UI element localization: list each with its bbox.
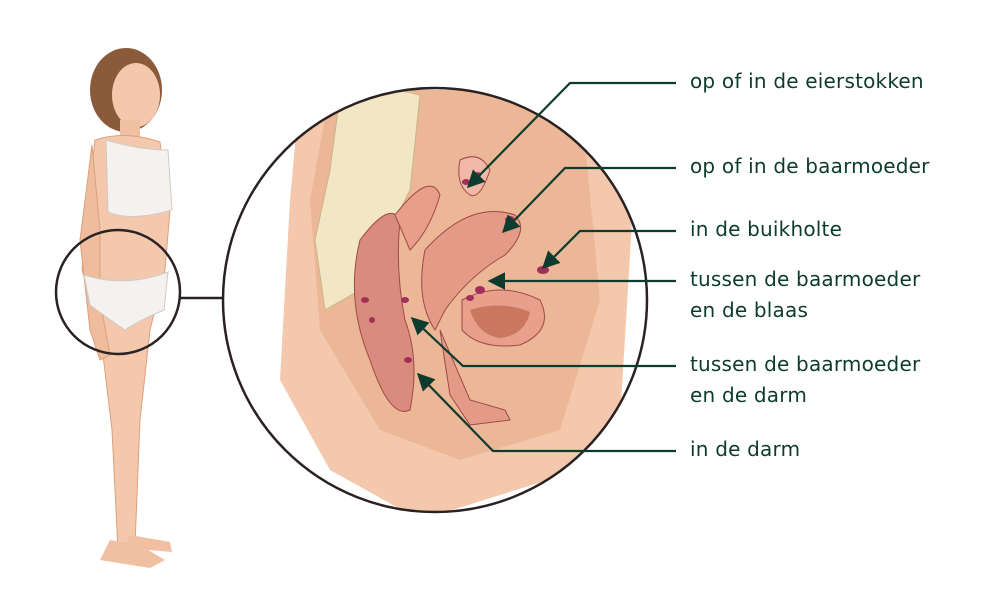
pelvis-cross-section: [221, 86, 649, 514]
leader-uterus-bowel: [410, 316, 676, 368]
leader-ovaries: [466, 81, 676, 189]
label-line: in de darm: [690, 437, 801, 461]
label-line: op of in de eierstokken: [690, 69, 924, 93]
magnifier-circle: [221, 86, 649, 514]
woman-figure: [54, 48, 182, 568]
leader-abdominal-cavity: [541, 229, 676, 270]
label-uterus: op of in de baarmoeder: [690, 151, 930, 182]
zoom-region-circle: [54, 228, 182, 356]
label-line: in de buikholte: [690, 217, 843, 241]
label-line: tussen de baarmoeder: [690, 352, 921, 376]
leader-bowel: [416, 372, 676, 453]
leader-lines: [410, 81, 676, 453]
label-uterus-bowel: tussen de baarmoeder en de darm: [690, 349, 920, 411]
label-bowel: in de darm: [690, 434, 800, 465]
label-ovaries: op of in de eierstokken: [690, 66, 924, 97]
label-line: op of in de baarmoeder: [690, 154, 930, 178]
label-line: tussen de baarmoeder: [690, 267, 921, 291]
label-uterus-bladder: tussen de baarmoeder en de blaas: [690, 264, 920, 326]
label-abdominal-cavity: in de buikholte: [690, 214, 842, 245]
label-line: en de blaas: [690, 298, 809, 322]
label-line: en de darm: [690, 383, 807, 407]
leader-uterus: [501, 166, 676, 234]
